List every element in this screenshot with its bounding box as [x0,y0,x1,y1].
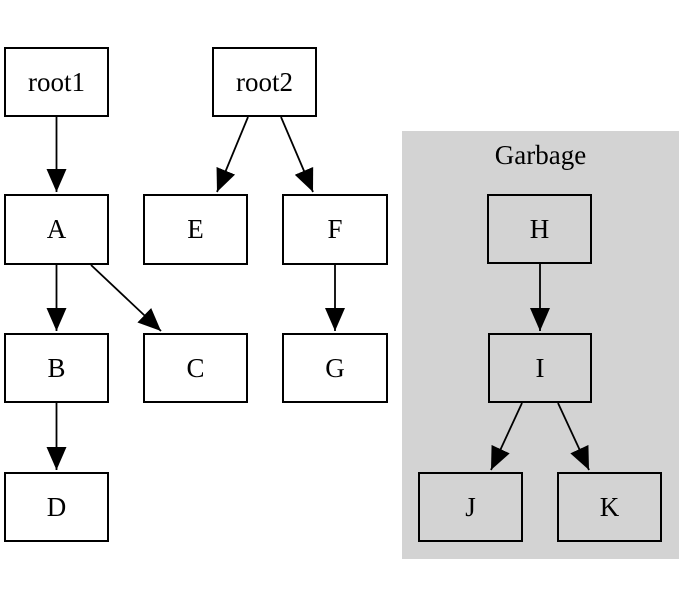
edge-I-K [557,402,590,471]
node-H: H [487,194,592,264]
edge-A-C [90,264,162,332]
node-F: F [282,194,388,265]
node-I: I [488,333,592,403]
edge-root2-E [216,116,249,193]
node-B: B [4,333,109,403]
node-G: G [282,333,388,403]
node-J: J [418,472,523,542]
node-K: K [557,472,662,542]
edge-root2-F [280,116,314,193]
node-root2: root2 [212,47,317,117]
cluster-garbage-label: Garbage [494,140,587,170]
node-A: A [4,194,109,265]
node-C: C [143,333,248,403]
edge-I-J [490,402,523,471]
node-E: E [143,194,248,265]
node-D: D [4,472,109,542]
node-root1: root1 [4,47,109,117]
